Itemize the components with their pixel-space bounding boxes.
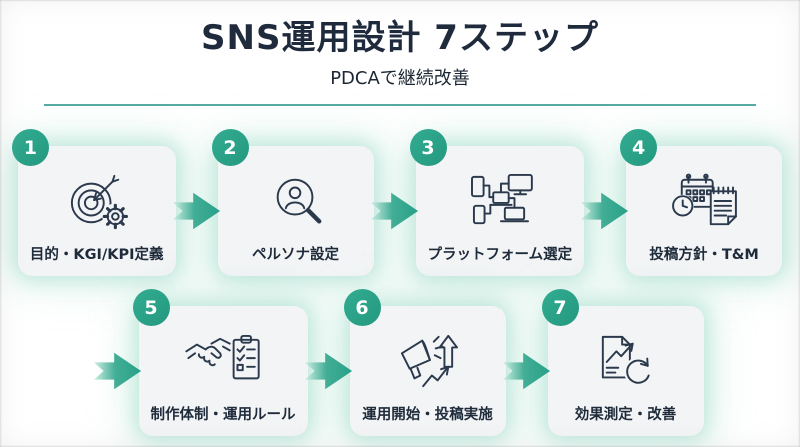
flow-arrow-icon: [581, 192, 629, 230]
step-number-badge: 5: [132, 289, 170, 327]
step-number-badge: 2: [211, 129, 249, 167]
step-card-4: 4: [620, 129, 783, 277]
step-card-5: 5 制作体制: [132, 289, 308, 437]
calendar-clock-notepad-icon: [668, 156, 740, 247]
header: SNS運用設計 7ステップ PDCAで継続改善: [0, 0, 800, 107]
handshake-checklist-icon: [185, 316, 261, 407]
page-subtitle: PDCAで継続改善: [330, 67, 470, 89]
step-number-badge: 1: [11, 129, 49, 167]
step-label: 投稿方針・T&M: [649, 246, 759, 263]
device-network-icon: [464, 156, 536, 247]
step-label: プラットフォーム選定: [427, 246, 573, 263]
step-label: 制作体制・運用ルール: [150, 406, 296, 423]
megaphone-growth-icon: [392, 316, 464, 407]
step-label: 運用開始・投稿実施: [362, 406, 493, 423]
divider: [44, 104, 756, 107]
step-card-7: 7 効果測定・改善: [541, 289, 704, 437]
persona-magnifier-icon: [266, 156, 326, 247]
step-card-2: 2 ペルソナ設定: [211, 129, 374, 277]
step-card-3: 3 プラットフォーム選定: [409, 129, 585, 277]
report-refresh-icon: [591, 316, 661, 407]
step-number-badge: 6: [343, 289, 381, 327]
step-label: 目的・KGI/KPI定義: [29, 246, 164, 263]
flow-arrow-icon: [304, 352, 352, 390]
flow-arrow-icon: [502, 352, 550, 390]
target-dart-gear-icon: [64, 156, 130, 247]
steps-row-2: 5 制作体制: [0, 289, 800, 437]
flow-arrow-icon: [370, 192, 418, 230]
step-number-badge: 3: [409, 129, 447, 167]
step-card-1: 1: [11, 129, 176, 277]
step-label: ペルソナ設定: [252, 246, 339, 263]
step-number-badge: 7: [541, 289, 579, 327]
flow-arrow-icon: [93, 352, 141, 390]
page-title: SNS運用設計 7ステップ: [201, 18, 599, 58]
step-number-badge: 4: [620, 129, 658, 167]
step-label: 効果測定・改善: [574, 406, 677, 423]
flow-arrow-icon: [172, 192, 220, 230]
step-card-6: 6 運用開始・投稿実施: [343, 289, 506, 437]
steps-row-1: 1: [0, 129, 800, 277]
